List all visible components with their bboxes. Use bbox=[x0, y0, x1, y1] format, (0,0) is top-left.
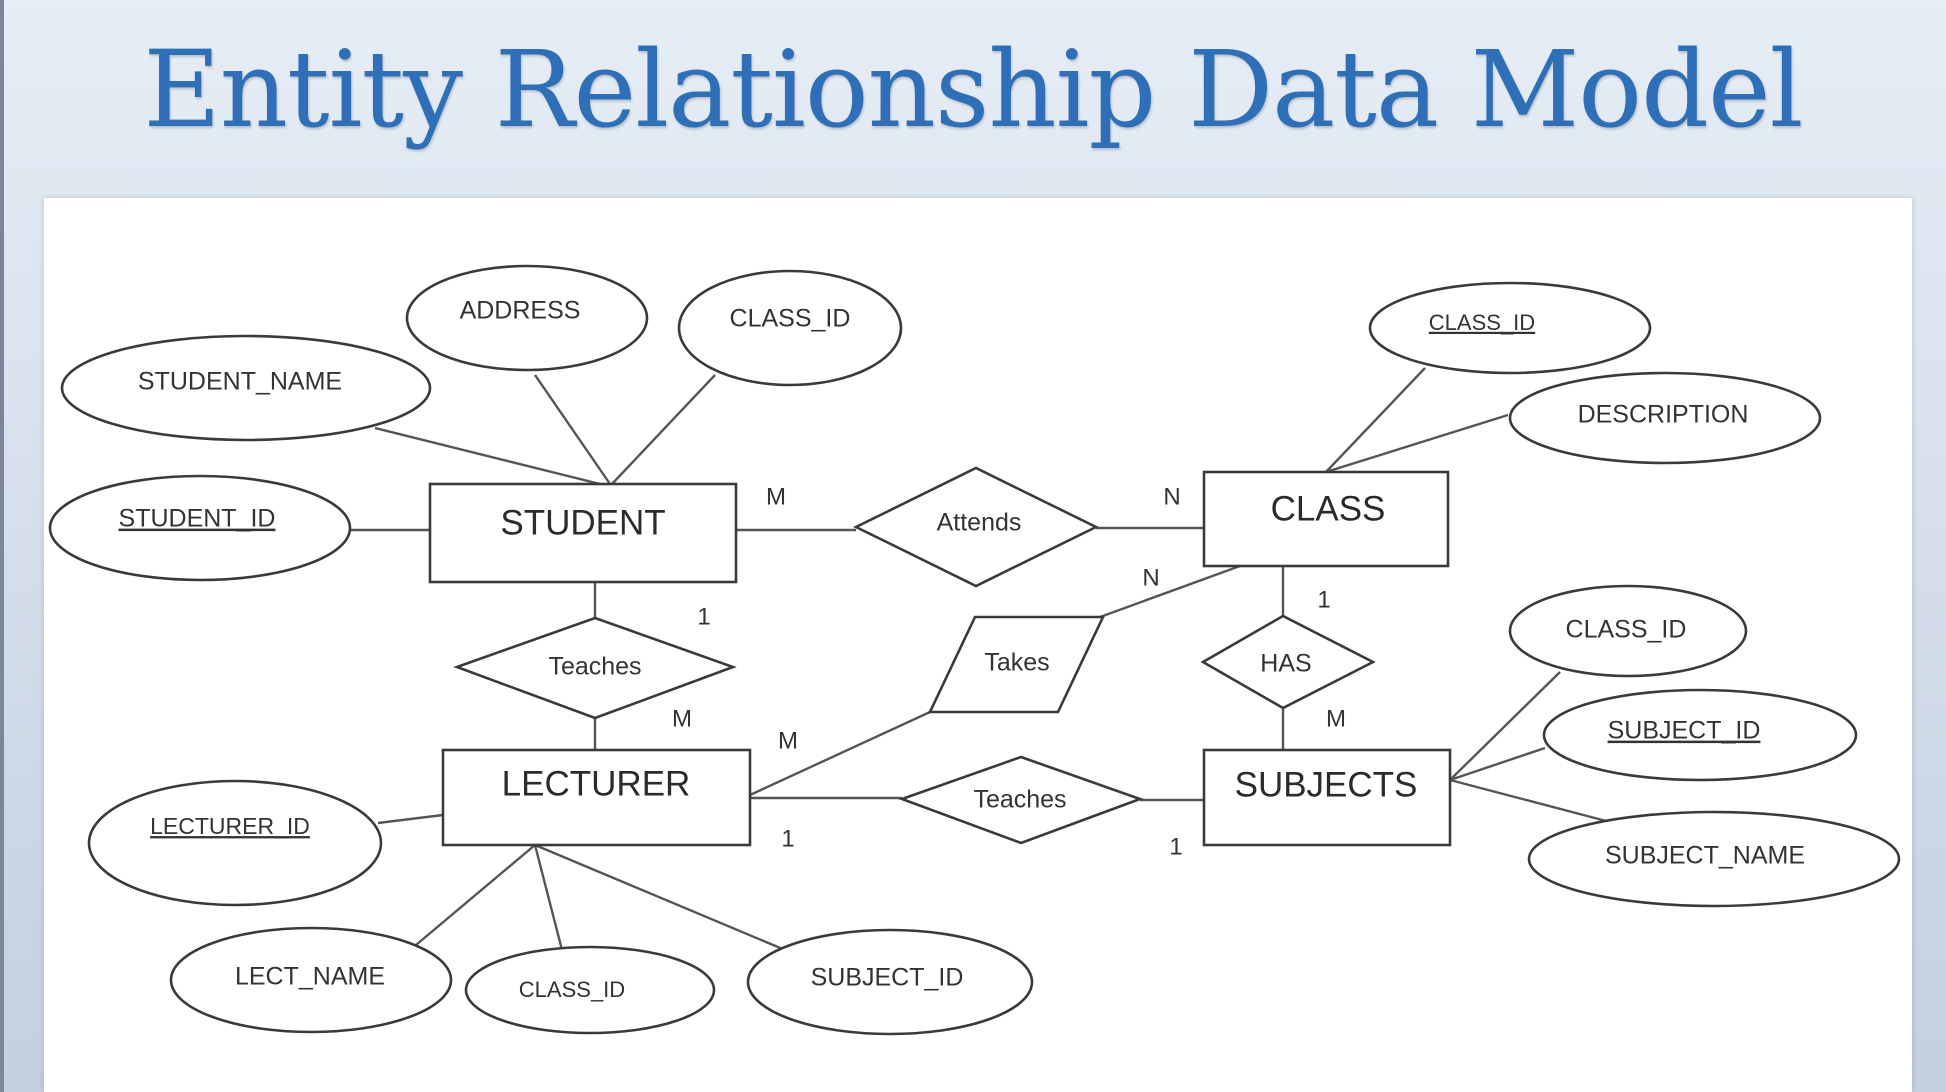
edge-classkey-class bbox=[1325, 367, 1426, 473]
attr-student-id: STUDENT_ID bbox=[48, 474, 352, 582]
edge-lecturer-takes bbox=[749, 710, 931, 797]
entity-lecturer-label: LECTURER bbox=[502, 764, 691, 803]
rel-teaches-subject: Teaches bbox=[898, 755, 1144, 845]
attr-address: ADDRESS bbox=[405, 264, 649, 372]
slide-left-edge bbox=[0, 0, 4, 1092]
edge-subjects-classid bbox=[1449, 671, 1561, 781]
entity-student: STUDENT bbox=[428, 482, 738, 584]
entity-class: CLASS bbox=[1202, 470, 1450, 568]
attr-subject-id-label: SUBJECT_ID bbox=[1608, 717, 1761, 745]
attr-lect-name: LECT_NAME bbox=[169, 926, 453, 1034]
card-has-subjects: M bbox=[1326, 705, 1346, 732]
slide-title: Entity Relationship Data Model bbox=[143, 28, 1803, 151]
attr-subjects-class-id-label: CLASS_ID bbox=[1566, 616, 1687, 644]
attr-student-name: STUDENT_NAME bbox=[60, 334, 432, 442]
entity-subjects: SUBJECTS bbox=[1202, 748, 1452, 847]
attr-class-class-id: CLASS_ID bbox=[1368, 281, 1652, 375]
attr-student-class-id: CLASS_ID bbox=[677, 269, 903, 387]
entity-subjects-label: SUBJECTS bbox=[1235, 765, 1418, 804]
attr-description: DESCRIPTION bbox=[1508, 371, 1822, 465]
attr-lecturer-subject-id-label: SUBJECT_ID bbox=[811, 964, 964, 992]
edge-lecturer-lectname bbox=[409, 844, 536, 951]
attr-student-id-label: STUDENT_ID bbox=[119, 505, 276, 533]
rel-has: HAS bbox=[1200, 614, 1376, 710]
entity-student-label: STUDENT bbox=[500, 503, 665, 542]
attr-subject-id: SUBJECT_ID bbox=[1542, 688, 1858, 782]
attr-subject-name: SUBJECT_NAME bbox=[1527, 810, 1901, 908]
card-lecturer-teaches: 1 bbox=[781, 825, 794, 852]
entity-class-label: CLASS bbox=[1271, 489, 1386, 528]
connectors bbox=[350, 367, 1611, 952]
card-teaches-subjects: 1 bbox=[1169, 833, 1182, 860]
rel-teaches-student-label: Teaches bbox=[548, 653, 641, 681]
rel-attends: Attends bbox=[853, 466, 1099, 588]
attr-student-class-id-label: CLASS_ID bbox=[730, 305, 851, 333]
attr-lect-name-label: LECT_NAME bbox=[235, 963, 385, 991]
attr-lecturer-subject-id: SUBJECT_ID bbox=[746, 928, 1034, 1036]
attr-subject-name-label: SUBJECT_NAME bbox=[1605, 842, 1805, 870]
card-teaches-lecturer: M bbox=[672, 705, 692, 732]
card-class-has: 1 bbox=[1317, 586, 1330, 613]
rel-takes-label: Takes bbox=[984, 649, 1049, 677]
edge-subjects-subjectname bbox=[1449, 778, 1611, 824]
edge-lecturerid-lecturer bbox=[377, 813, 444, 825]
attr-lecturer-class-id-label: CLASS_ID bbox=[519, 977, 625, 1002]
edge-studentname-student bbox=[374, 426, 601, 486]
edge-classid-student bbox=[611, 374, 716, 485]
attr-lecturer-id: LECTURER_ID bbox=[87, 779, 383, 907]
attr-description-label: DESCRIPTION bbox=[1578, 401, 1749, 429]
card-lecturer-takes: M bbox=[778, 727, 798, 754]
edge-description-class bbox=[1325, 413, 1509, 474]
rel-attends-label: Attends bbox=[937, 509, 1022, 537]
attr-lecturer-id-label: LECTURER_ID bbox=[150, 813, 310, 839]
card-student-attends: M bbox=[766, 483, 786, 510]
rel-teaches-subject-label: Teaches bbox=[973, 786, 1066, 814]
edge-lecturer-subjectid bbox=[534, 843, 786, 952]
edge-lecturer-classid bbox=[533, 844, 564, 951]
attr-address-label: ADDRESS bbox=[460, 297, 581, 325]
entity-lecturer: LECTURER bbox=[441, 748, 752, 847]
attr-subjects-class-id: CLASS_ID bbox=[1508, 584, 1748, 678]
card-takes-class: N bbox=[1142, 564, 1159, 591]
attr-student-name-label: STUDENT_NAME bbox=[138, 368, 342, 396]
edge-subjects-subjectid bbox=[1449, 746, 1546, 782]
rel-takes: Takes bbox=[927, 615, 1106, 714]
card-student-teaches: 1 bbox=[697, 603, 710, 630]
rel-teaches-student: Teaches bbox=[453, 616, 737, 720]
attr-lecturer-class-id: CLASS_ID bbox=[464, 945, 716, 1035]
card-attends-class: N bbox=[1163, 483, 1180, 510]
rel-has-label: HAS bbox=[1260, 650, 1311, 678]
attr-class-class-id-label: CLASS_ID bbox=[1429, 310, 1535, 335]
edge-address-student bbox=[534, 374, 611, 485]
edge-takes-class bbox=[1099, 564, 1241, 619]
